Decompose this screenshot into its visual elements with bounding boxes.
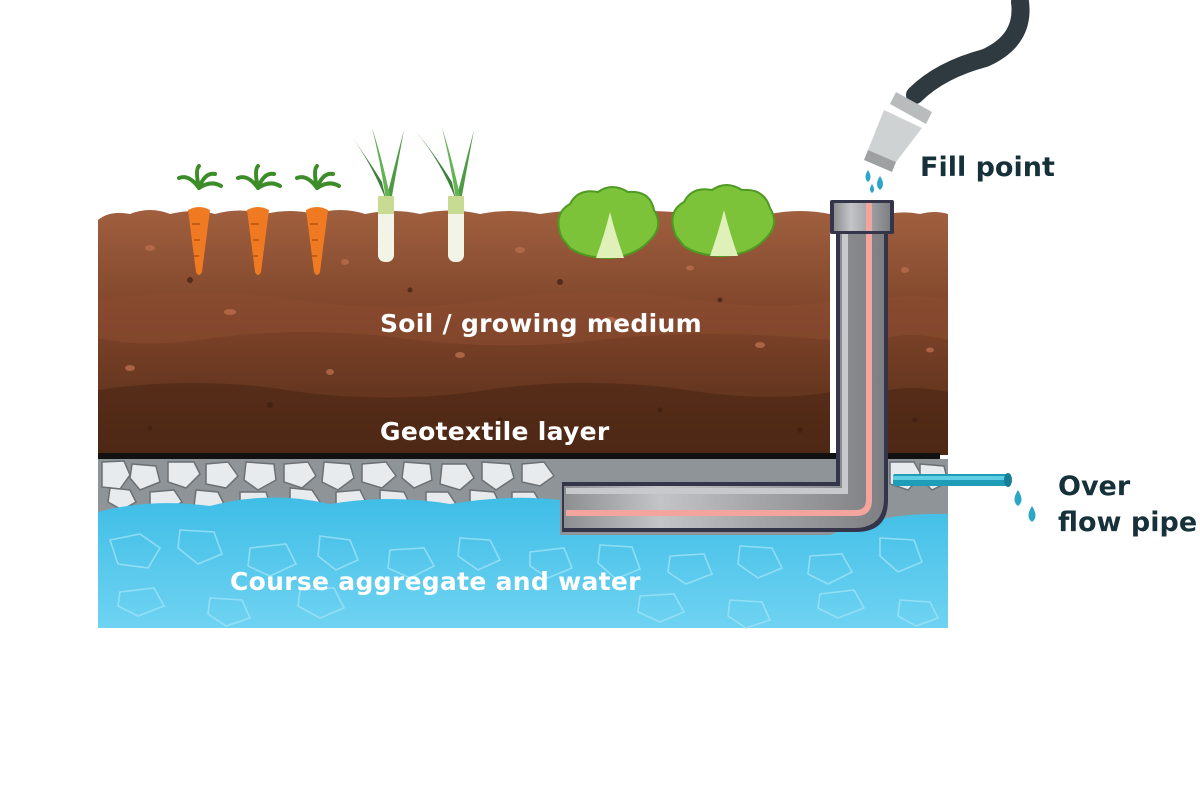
fill-point-label: Fill point	[920, 152, 1055, 183]
geotextile-layer	[98, 453, 940, 459]
leek-icon	[348, 128, 404, 262]
overflow-pipe	[893, 473, 1012, 487]
soil-layer	[98, 210, 948, 455]
water-layer	[98, 497, 948, 629]
hose-icon	[864, 0, 1030, 172]
lettuce-icon	[671, 184, 776, 258]
geotextile-label: Geotextile layer	[380, 417, 610, 446]
water-drop-icon	[865, 170, 883, 193]
overflow-label-line2: flow pipe	[1058, 507, 1198, 538]
carrot-icon	[177, 164, 223, 275]
lettuce-icon	[557, 186, 660, 260]
leek-icon	[416, 128, 474, 262]
aggregate-label: Course aggregate and water	[230, 567, 641, 596]
carrot-icon	[295, 164, 341, 275]
water-drop-icon	[1014, 490, 1036, 522]
soil-label: Soil / growing medium	[380, 309, 702, 338]
overflow-label-line1: Over	[1058, 471, 1131, 502]
carrot-icon	[236, 164, 282, 275]
fill-pipe	[562, 200, 894, 532]
